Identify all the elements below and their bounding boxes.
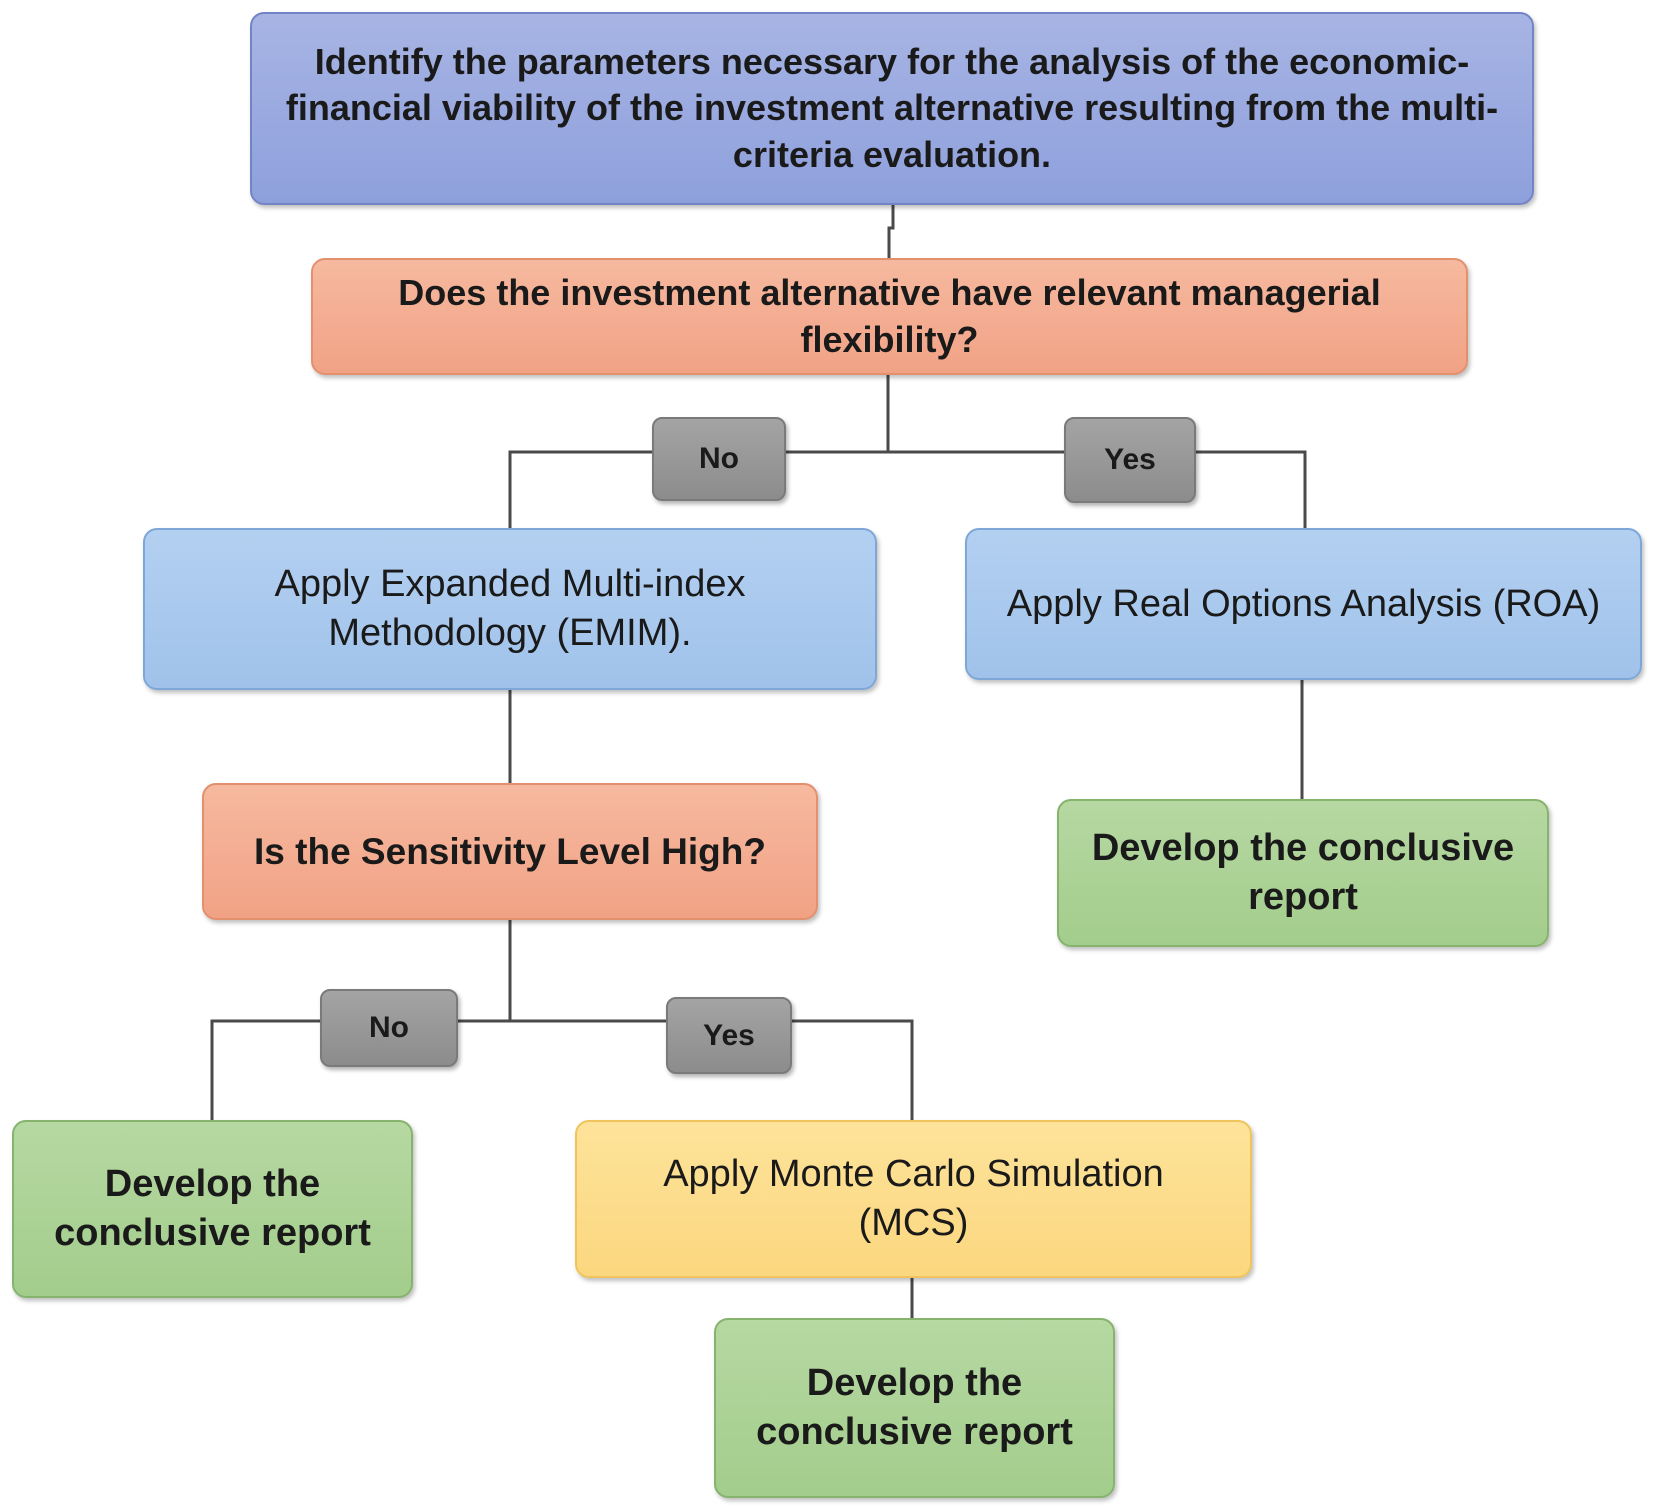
report-roa-box: Develop the conclusive report xyxy=(1057,799,1549,947)
report-low-sensitivity-text: Develop the conclusive report xyxy=(54,1163,371,1254)
apply-roa-box: Apply Real Options Analysis (ROA) xyxy=(965,528,1642,680)
sensitivity-decision-box: Is the Sensitivity Level High? xyxy=(202,783,818,920)
branch-label-no-top: No xyxy=(652,417,786,501)
apply-roa-text: Apply Real Options Analysis (ROA) xyxy=(1006,582,1601,625)
apply-emim-text: Apply Expanded Multi-index Methodology (… xyxy=(274,563,746,654)
sensitivity-decision-text: Is the Sensitivity Level High? xyxy=(254,830,766,872)
apply-mcs-box: Apply Monte Carlo Simulation (MCS) xyxy=(575,1120,1252,1278)
report-mcs-box: Develop the conclusive report xyxy=(714,1318,1115,1498)
connector-branch-yes-top xyxy=(888,450,1307,528)
apply-mcs-text: Apply Monte Carlo Simulation (MCS) xyxy=(663,1153,1164,1244)
identify-parameters-box: Identify the parameters necessary for th… xyxy=(250,12,1534,205)
flexibility-decision-box: Does the investment alternative have rel… xyxy=(311,258,1468,375)
branch-label-no-bottom: No xyxy=(320,989,458,1067)
flexibility-decision-text: Does the investment alternative have rel… xyxy=(398,272,1381,360)
connector-branch-yes-bottom xyxy=(510,1019,914,1120)
branch-label-yes-top: Yes xyxy=(1064,417,1196,503)
report-roa-text: Develop the conclusive report xyxy=(1091,827,1515,918)
connector-top-to-question xyxy=(887,205,895,258)
branch-label-yes-bottom: Yes xyxy=(666,997,792,1074)
identify-parameters-text: Identify the parameters necessary for th… xyxy=(285,41,1499,175)
apply-emim-box: Apply Expanded Multi-index Methodology (… xyxy=(143,528,877,690)
report-mcs-text: Develop the conclusive report xyxy=(756,1362,1073,1453)
report-low-sensitivity-box: Develop the conclusive report xyxy=(12,1120,413,1298)
